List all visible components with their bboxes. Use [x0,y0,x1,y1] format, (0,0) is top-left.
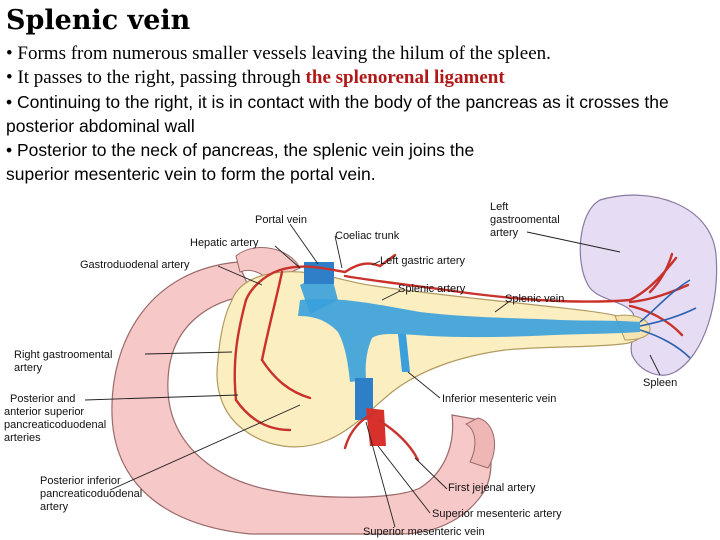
splenic-vein-shape [298,299,640,382]
label-posterior-anterior-4: arteries [4,432,41,444]
label-posterior-anterior-2: anterior superior [4,406,84,418]
bullet-highlight: the splenorenal ligament [305,67,505,88]
bullet-item: • Forms from numerous smaller vessels le… [6,42,714,66]
label-posterior-inferior-1: Posterior inferior [40,475,121,487]
label-coeliac-trunk: Coeliac trunk [335,230,400,242]
label-first-jejunal-artery: First jejenal artery [448,482,536,494]
bullet-list: • Forms from numerous smaller vessels le… [6,42,714,186]
label-left-gastroomental-3: artery [490,227,519,239]
label-splenic-vein: Splenic vein [505,293,564,305]
label-right-gastroomental-2: artery [14,362,43,374]
bullet-marker: • [6,67,18,88]
label-posterior-anterior-1: Posterior and [10,393,75,405]
label-splenic-artery: Splenic artery [398,283,466,295]
bullet-text: Continuing to the right, it is in contac… [6,92,669,136]
label-left-gastroomental-1: Left [490,201,508,213]
label-inferior-mesenteric-vein: Inferior mesenteric vein [442,393,556,405]
label-left-gastroomental-2: gastroomental [490,214,560,226]
bullet-item: • Posterior to the neck of pancreas, the… [6,138,486,186]
label-spleen: Spleen [643,377,677,389]
portal-vein-stub [304,262,334,284]
spleen [579,194,718,376]
label-portal-vein: Portal vein [255,214,307,226]
label-left-gastric-artery: Left gastric artery [380,255,465,267]
inferior-mesenteric-vein-shape [398,334,410,372]
label-gastroduodenal-artery: Gastroduodenal artery [80,259,190,271]
bullet-text: It passes to the right, passing through [17,67,306,88]
bullet-text: Posterior to the neck of pancreas, the s… [6,140,475,184]
spleen-vein-branches [639,279,697,359]
label-posterior-inferior-3: artery [40,501,69,513]
duodenum-stump [464,417,496,469]
leader-lines [84,223,661,528]
bullet-text: Forms from numerous smaller vessels leav… [17,43,551,64]
label-superior-mesenteric-artery: Superior mesenteric artery [432,508,562,520]
bullet-marker: • [6,43,18,64]
bullet-item: • It passes to the right, passing throug… [6,66,714,90]
superior-mesenteric-artery-shape [366,408,386,446]
label-right-gastroomental-1: Right gastroomental [14,349,112,361]
slide-title: Splenic vein [6,5,191,36]
bullet-item: • Continuing to the right, it is in cont… [6,90,714,138]
label-superior-mesenteric-vein: Superior mesenteric vein [363,526,485,538]
label-hepatic-artery: Hepatic artery [190,237,259,249]
pancreas [216,271,644,448]
label-posterior-inferior-2: pancreaticoduodenal [40,488,142,500]
bullet-marker: • [6,92,17,112]
label-posterior-anterior-3: pancreaticoduodenal [4,419,106,431]
bullet-marker: • [6,140,17,160]
arteries [233,252,690,462]
